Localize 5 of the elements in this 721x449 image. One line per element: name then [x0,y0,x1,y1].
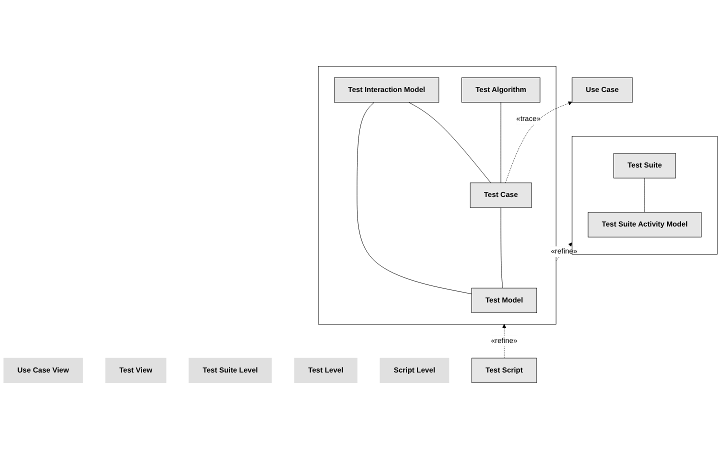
connector [500,207,504,288]
connector [356,102,472,294]
connector [644,178,645,213]
connector [408,102,492,184]
connector [500,102,502,184]
